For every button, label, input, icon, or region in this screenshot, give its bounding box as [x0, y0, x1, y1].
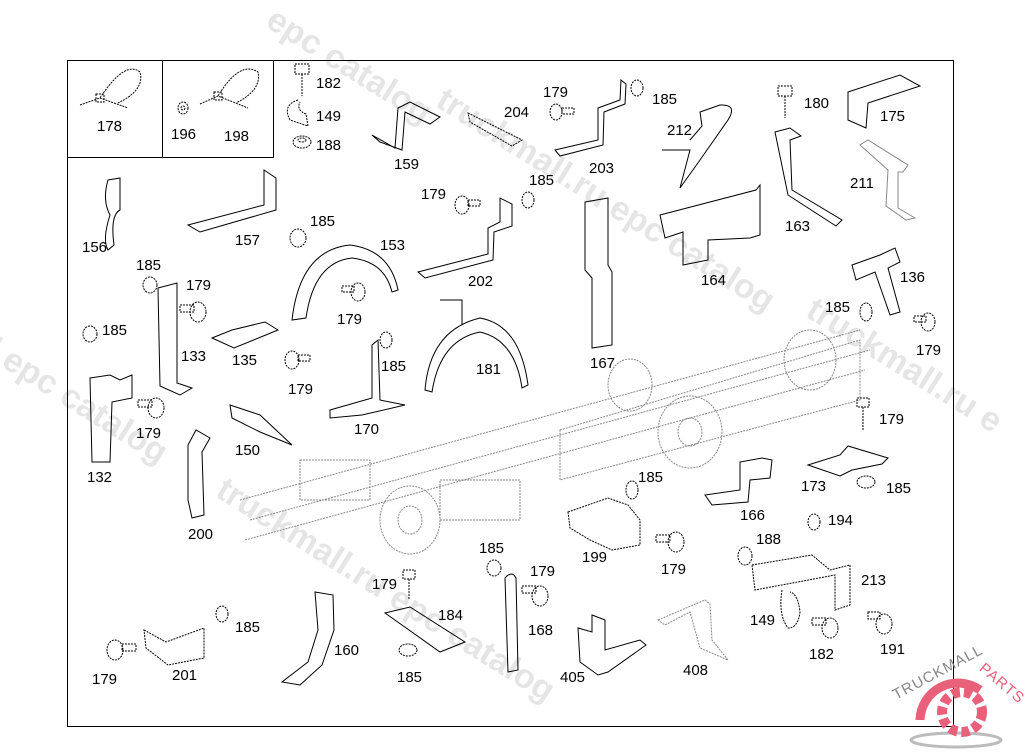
- part-number-label-185[interactable]: 185: [638, 469, 664, 486]
- part-number-label-196[interactable]: 196: [171, 126, 197, 143]
- part-number-label-164[interactable]: 164: [701, 272, 727, 289]
- part-number-label-166[interactable]: 166: [740, 507, 766, 524]
- part-number-label-213[interactable]: 213: [861, 572, 887, 589]
- part-number-label-212[interactable]: 212: [667, 122, 693, 139]
- part-number-label-179[interactable]: 179: [661, 561, 687, 578]
- part-number-label-179[interactable]: 179: [421, 186, 447, 203]
- part-number-label-179[interactable]: 179: [543, 84, 569, 101]
- part-number-label-156[interactable]: 156: [82, 239, 108, 256]
- part-number-label-179[interactable]: 179: [337, 311, 363, 328]
- part-number-label-185[interactable]: 185: [529, 172, 555, 189]
- part-number-label-188[interactable]: 188: [316, 137, 342, 154]
- part-number-label-185[interactable]: 185: [886, 480, 912, 497]
- inset-divider: [273, 60, 274, 158]
- part-number-label-203[interactable]: 203: [589, 160, 615, 177]
- part-number-label-159[interactable]: 159: [394, 156, 420, 173]
- diagram-frame: [67, 60, 954, 727]
- part-number-label-202[interactable]: 202: [468, 273, 494, 290]
- part-number-label-132[interactable]: 132: [87, 469, 113, 486]
- part-number-label-179[interactable]: 179: [186, 277, 212, 294]
- part-number-label-179[interactable]: 179: [916, 342, 942, 359]
- part-number-label-185[interactable]: 185: [652, 91, 678, 108]
- part-number-label-408[interactable]: 408: [683, 662, 709, 679]
- part-number-label-185[interactable]: 185: [102, 322, 128, 339]
- part-number-label-188[interactable]: 188: [756, 531, 782, 548]
- part-number-label-153[interactable]: 153: [380, 237, 406, 254]
- part-number-label-201[interactable]: 201: [172, 667, 198, 684]
- part-number-label-167[interactable]: 167: [590, 355, 616, 372]
- part-number-label-182[interactable]: 182: [316, 75, 342, 92]
- part-number-label-160[interactable]: 160: [334, 642, 360, 659]
- part-number-label-179[interactable]: 179: [288, 381, 314, 398]
- part-number-label-181[interactable]: 181: [476, 361, 502, 378]
- part-number-label-194[interactable]: 194: [828, 512, 854, 529]
- part-number-label-185[interactable]: 185: [397, 669, 423, 686]
- part-number-label-157[interactable]: 157: [235, 232, 261, 249]
- part-number-label-175[interactable]: 175: [880, 108, 906, 125]
- part-number-label-133[interactable]: 133: [181, 348, 207, 365]
- part-number-label-168[interactable]: 168: [528, 622, 554, 639]
- part-number-label-150[interactable]: 150: [235, 442, 261, 459]
- part-number-label-185[interactable]: 185: [825, 299, 851, 316]
- part-number-label-170[interactable]: 170: [354, 421, 380, 438]
- part-number-label-180[interactable]: 180: [804, 95, 830, 112]
- part-number-label-184[interactable]: 184: [438, 607, 464, 624]
- part-number-label-136[interactable]: 136: [900, 269, 926, 286]
- inset-box-178: [67, 60, 163, 158]
- part-number-label-198[interactable]: 198: [224, 128, 250, 145]
- part-number-label-211[interactable]: 211: [850, 175, 874, 192]
- part-number-label-179[interactable]: 179: [879, 411, 905, 428]
- part-number-label-179[interactable]: 179: [92, 671, 118, 688]
- part-number-label-163[interactable]: 163: [785, 218, 811, 235]
- gear-logo-icon: [909, 678, 1003, 749]
- part-number-label-149[interactable]: 149: [750, 612, 776, 629]
- part-number-label-204[interactable]: 204: [504, 104, 530, 121]
- part-number-label-200[interactable]: 200: [188, 526, 214, 543]
- part-number-label-179[interactable]: 179: [530, 563, 556, 580]
- part-number-label-178[interactable]: 178: [97, 118, 123, 135]
- part-number-label-179[interactable]: 179: [136, 425, 162, 442]
- part-number-label-405[interactable]: 405: [560, 669, 586, 686]
- part-number-label-191[interactable]: 191: [880, 641, 906, 658]
- part-number-label-185[interactable]: 185: [479, 540, 505, 557]
- part-number-label-182[interactable]: 182: [809, 646, 835, 663]
- part-number-label-199[interactable]: 199: [582, 549, 608, 566]
- part-number-label-179[interactable]: 179: [372, 576, 398, 593]
- part-number-label-185[interactable]: 185: [235, 619, 261, 636]
- part-number-label-149[interactable]: 149: [316, 108, 342, 125]
- inset-box-196-198: [162, 60, 274, 158]
- truckmall-parts-logo: TRUCKMALL PARTS: [880, 640, 1024, 750]
- part-number-label-185[interactable]: 185: [381, 358, 407, 375]
- part-number-label-185[interactable]: 185: [310, 213, 336, 230]
- part-number-label-135[interactable]: 135: [232, 352, 258, 369]
- part-number-label-173[interactable]: 173: [801, 478, 827, 495]
- part-number-label-185[interactable]: 185: [136, 257, 162, 274]
